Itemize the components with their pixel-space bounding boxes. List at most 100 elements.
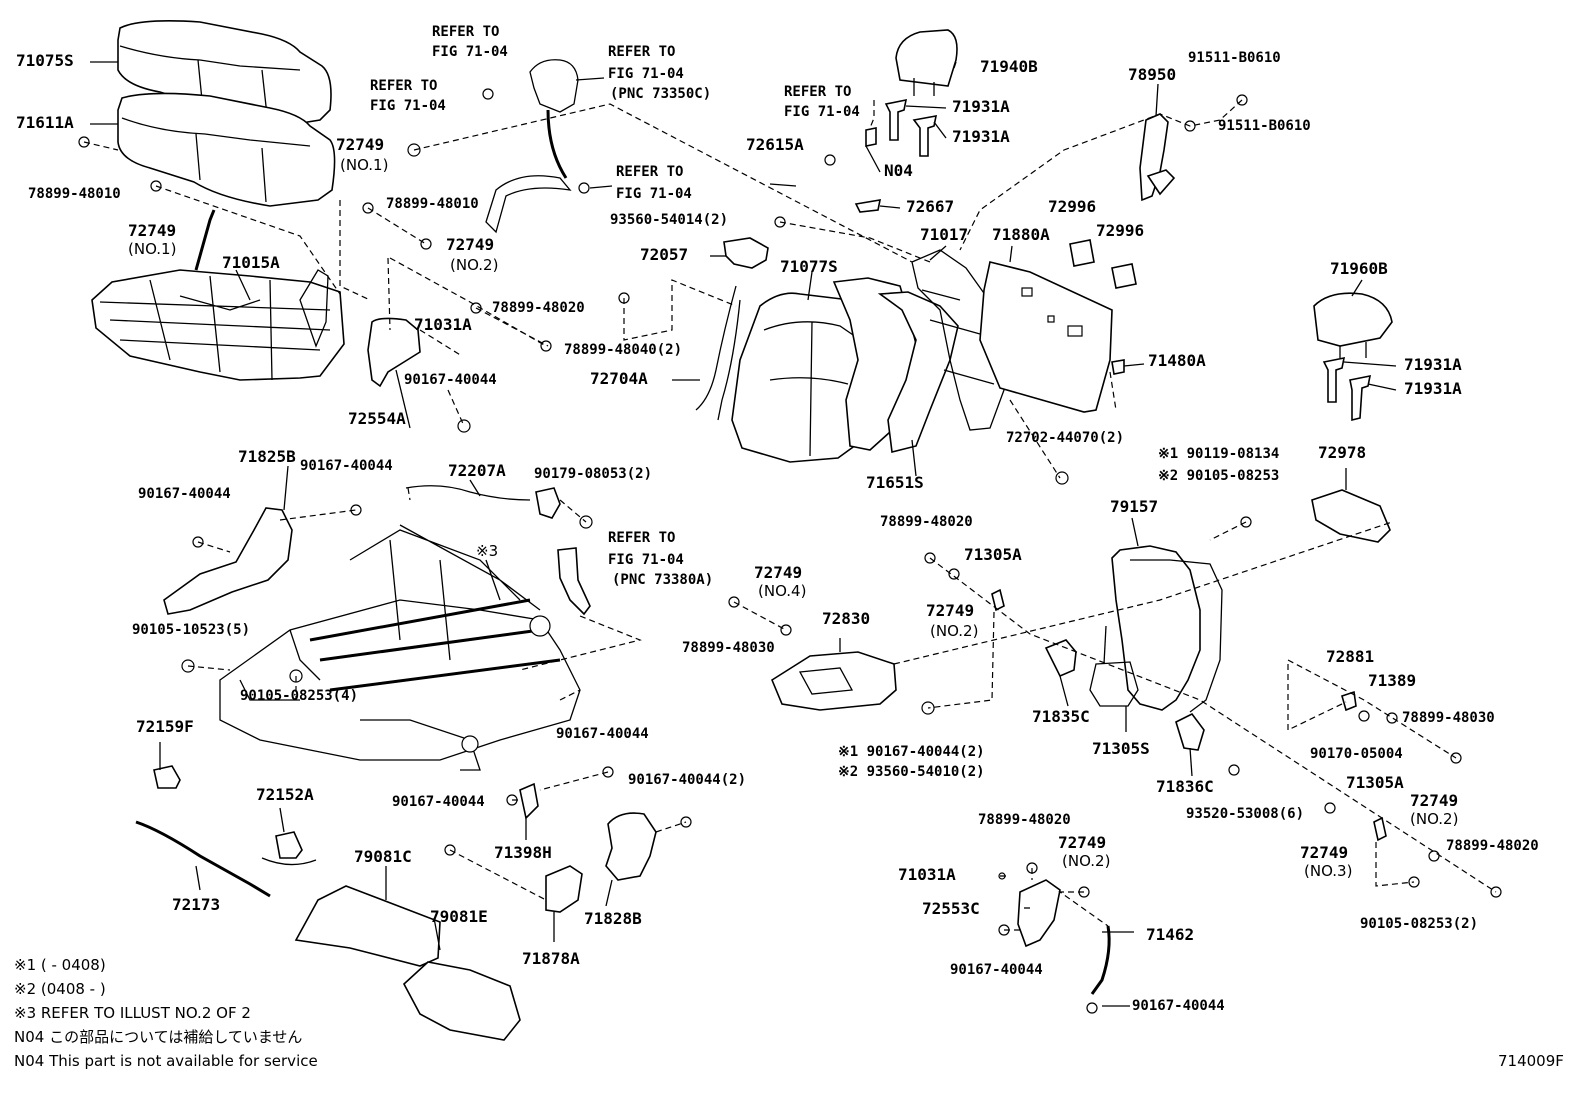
part-label-72996: 72996 [1096, 221, 1145, 240]
clip-72996-1 [1069, 239, 1095, 267]
part-label-78899-48020: 78899-48020 [1446, 838, 1539, 854]
part-label-72749: 72749 [926, 601, 975, 620]
console-79157 [1089, 545, 1223, 713]
supersession-note-2: ※2 90105-08253 [1158, 468, 1280, 484]
part-label-71825b: 71825B [238, 447, 296, 466]
part-label-71611a: 71611A [16, 113, 74, 132]
part-label-78950: 78950 [1128, 65, 1177, 84]
reference-text: (PNC 73350C) [610, 86, 712, 102]
reference-text: REFER TO [432, 24, 500, 40]
part-label-91511-b0610: 91511-B0610 [1218, 118, 1311, 134]
headrest-support-71931a-1 [884, 98, 908, 141]
seat-adjuster-frame [219, 524, 581, 771]
reference-text: REFER TO [608, 530, 676, 546]
carpet-cover-79081c [294, 885, 441, 967]
part-label-72749: 72749 [128, 221, 177, 240]
part-label-72749: 72749 [1058, 833, 1107, 852]
footnote-3: ※3 REFER TO ILLUST NO.2 OF 2 [14, 1004, 251, 1022]
rod-72173 [135, 820, 271, 898]
reference-text: FIG 71-04 [784, 104, 860, 120]
carpet-cover-79081e [403, 961, 521, 1041]
side-cover-71825b [163, 507, 293, 615]
seatback-frame-71017 [911, 249, 1005, 431]
part-qualifier: (NO.1) [340, 156, 389, 174]
clip-72152a [275, 831, 303, 859]
part-label-71880a: 71880A [992, 225, 1050, 244]
reference-text: REFER TO [784, 84, 852, 100]
part-label-72615a: 72615A [746, 135, 804, 154]
part-label-72704a: 72704A [590, 369, 648, 388]
part-label-78899-48010: 78899-48010 [28, 186, 121, 202]
seatback-board-71880a [979, 261, 1113, 413]
part-label-71931a: 71931A [1404, 355, 1462, 374]
part-label-71398h: 71398H [494, 843, 552, 862]
part-qualifier: (NO.2) [1062, 852, 1111, 870]
clip-n04 [865, 127, 877, 147]
part-label-71878a: 71878A [522, 949, 580, 968]
reference-text: REFER TO [608, 44, 676, 60]
part-label-71031a: 71031A [898, 865, 956, 884]
part-qualifier: (NO.3) [1304, 862, 1353, 880]
part-label-90167-40044: 90167-40044 [300, 458, 393, 474]
part-label-71075s: 71075S [16, 51, 74, 70]
footnote-n04-japanese: N04 この部品については補給していません [14, 1028, 303, 1046]
part-label-78899-48030: 78899-48030 [1402, 710, 1495, 726]
clip-71305a-1 [991, 588, 1005, 612]
part-label-72881: 72881 [1326, 647, 1375, 666]
part-label-78899-48040: 78899-48040(2) [564, 342, 683, 358]
supersession-note-1: ※1 90119-08134 [1158, 446, 1280, 462]
part-qualifier: (NO.2) [450, 256, 499, 274]
part-label-72830: 72830 [822, 609, 871, 628]
part-label-90105-10523: 90105-10523(5) [132, 622, 251, 638]
part-label-93560-54014: 93560-54014(2) [610, 212, 729, 228]
part-label-72749: 72749 [336, 135, 385, 154]
part-qualifier: (NO.1) [128, 240, 177, 258]
footnote-2: ※2 (0408 - ) [14, 980, 106, 998]
leader-lines [90, 61, 1397, 1007]
part-label-71828b: 71828B [584, 909, 642, 928]
part-label-72978: 72978 [1318, 443, 1367, 462]
part-label-71305a: 71305A [964, 545, 1022, 564]
reference-text: FIG 71-04 [616, 186, 692, 202]
part-label-90167-40044: 90167-40044(2) [628, 772, 747, 788]
part-label-72207a: 72207A [448, 461, 506, 480]
headrest-support-71931a-3 [1322, 356, 1346, 403]
seatback-pad-71651s [877, 291, 959, 453]
part-label-71940b: 71940B [980, 57, 1038, 76]
part-label-90167-40044: 90167-40044 [392, 794, 485, 810]
part-label-71960b: 71960B [1330, 259, 1388, 278]
reference-text: FIG 71-04 [432, 44, 508, 60]
part-qualifier: (NO.2) [930, 622, 979, 640]
supersession-note-2: ※2 93560-54010(2) [838, 764, 985, 780]
supersession-note-1: ※1 90167-40044(2) [838, 744, 985, 760]
reference-text: FIG 71-04 [370, 98, 446, 114]
part-label-78899-48010: 78899-48010 [386, 196, 479, 212]
part-label-90179-08053: 90179-08053(2) [534, 466, 653, 482]
part-label-90105-08253: 90105-08253(2) [1360, 916, 1479, 932]
part-label-90167-40044: 90167-40044 [950, 962, 1043, 978]
part-label-79157: 79157 [1110, 497, 1159, 516]
seat-cushion-pad-71611a [117, 92, 336, 207]
part-label-90167-40044: 90167-40044 [556, 726, 649, 742]
part-label-72667: 72667 [906, 197, 955, 216]
part-label-71077s: 71077S [780, 257, 838, 276]
armrest-72978 [1311, 489, 1391, 543]
part-label-72702-44070: 72702-44070(2) [1006, 430, 1125, 446]
part-label-71931a: 71931A [1404, 379, 1462, 398]
part-label-90167-40044: 90167-40044 [138, 486, 231, 502]
headrest-71940b [895, 29, 958, 96]
part-label-72749: 72749 [1300, 843, 1349, 862]
cover-71835c [1044, 639, 1077, 678]
reference-text: (PNC 73380A) [612, 572, 714, 588]
bolts [78, 88, 1502, 1014]
cover-71836c [1175, 712, 1205, 751]
reference-text: REFER TO [616, 164, 684, 180]
part-label-71835c: 71835C [1032, 707, 1090, 726]
headrest-support-71931a-4 [1349, 374, 1372, 422]
part-label-78899-48030: 78899-48030 [682, 640, 775, 656]
bracket-71398h [519, 782, 539, 820]
part-label-n04: N04 [884, 161, 913, 180]
part-label-71015a: 71015A [222, 253, 280, 272]
part-label-90167-40044: 90167-40044 [1132, 998, 1225, 1014]
